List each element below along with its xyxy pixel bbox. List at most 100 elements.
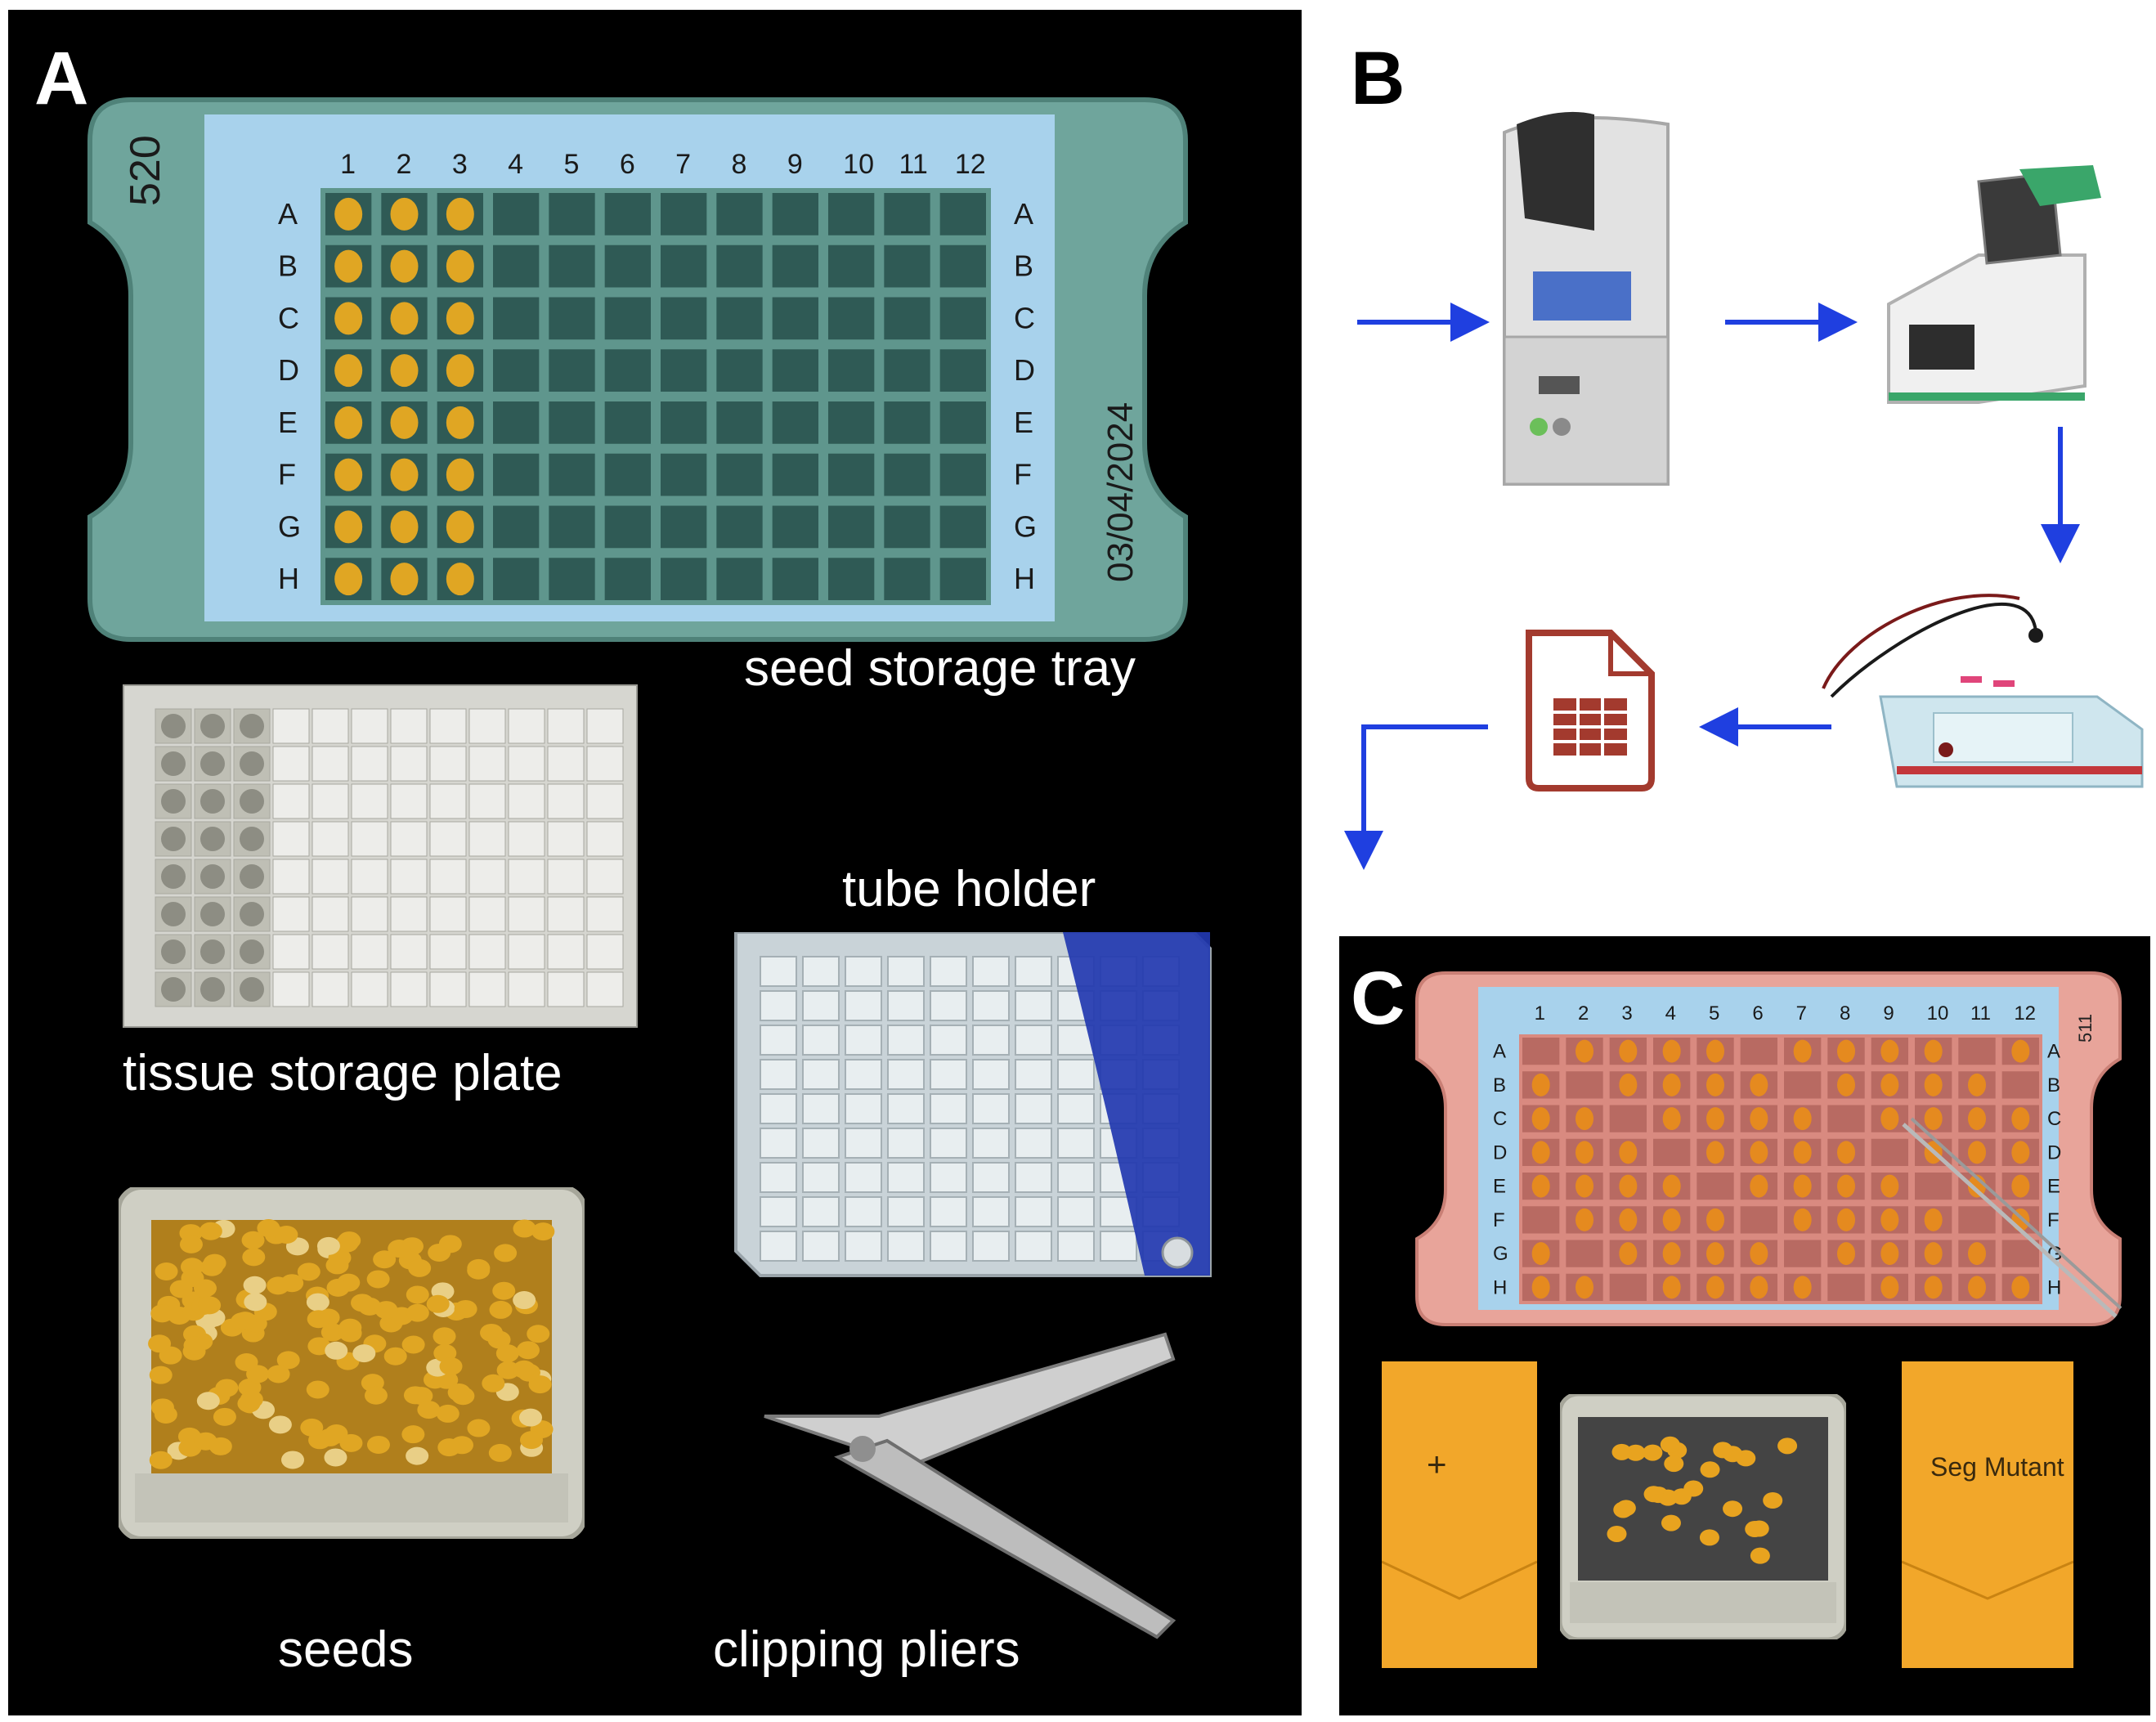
caption-seeds: seeds (278, 1621, 414, 1678)
holder-slot (845, 990, 882, 1021)
tray-c-row-label: B (1493, 1074, 1506, 1096)
plate-tube (161, 977, 186, 1002)
tray-c-cell (1522, 1038, 1560, 1065)
kernel (300, 1418, 324, 1437)
tray-a-cell (661, 401, 707, 444)
mini-seed-box (1560, 1394, 1846, 1639)
kernel (306, 1293, 329, 1312)
kernel (1531, 1107, 1550, 1131)
plate-tube (200, 827, 225, 851)
kernel (150, 1304, 174, 1323)
tray-a-cell (549, 349, 595, 392)
holder-slot (972, 1196, 1010, 1227)
holder-slot (972, 1093, 1010, 1124)
tray-a-cell (828, 297, 875, 340)
holder-slot (930, 1025, 967, 1056)
kernel (338, 1324, 362, 1343)
kernel (527, 1325, 550, 1343)
tray-a-cell (772, 453, 818, 496)
kernel (155, 1262, 178, 1280)
holder-slot (1057, 1093, 1095, 1124)
kernel (401, 1335, 425, 1354)
plate-well (547, 783, 585, 819)
holder-slot (845, 1128, 882, 1159)
holder-slot (1015, 990, 1052, 1021)
plate-tube (240, 827, 264, 851)
kernel (446, 354, 474, 388)
kernel (446, 563, 474, 596)
kernel (183, 1336, 207, 1355)
kernel (351, 1294, 374, 1312)
holder-slot (887, 956, 925, 987)
tray-a-cell (772, 401, 818, 444)
kernel (1706, 1107, 1724, 1131)
tray-a-cell (772, 193, 818, 235)
holder-slot (1057, 1231, 1095, 1262)
tray-a-row-label: D (278, 353, 299, 387)
plate-well (312, 934, 349, 970)
kernel (1793, 1107, 1812, 1131)
tray-a-cell (884, 349, 930, 392)
kernel (352, 1344, 376, 1363)
kernel (390, 197, 419, 231)
kernel (1924, 1073, 1943, 1096)
kernel (1924, 1242, 1943, 1266)
plate-well (390, 783, 428, 819)
plate-well (508, 934, 545, 970)
holder-slot (1015, 1025, 1052, 1056)
plate-well (351, 821, 388, 857)
plate-well (351, 783, 388, 819)
kernel (334, 406, 363, 439)
tray-c-row-label-right: E (2047, 1176, 2060, 1198)
holder-slot (930, 956, 967, 987)
kernel (489, 1300, 513, 1319)
plate-well (351, 746, 388, 782)
tray-c-row-label-right: A (2047, 1041, 2060, 1063)
tray-a-row-label-right: A (1014, 197, 1033, 231)
envelope-right: Seg Mutant (1902, 1361, 2073, 1668)
tray-a-col-label: 2 (397, 149, 412, 180)
plate-well (508, 708, 545, 744)
tissue-storage-plate-photo (123, 684, 638, 1028)
plate-well (351, 859, 388, 895)
kernel (242, 1248, 266, 1267)
tray-a-cell (939, 401, 986, 444)
kernel (495, 1344, 519, 1363)
holder-slot (1015, 1162, 1052, 1193)
holder-slot (802, 1231, 840, 1262)
tray-a-cell (828, 193, 875, 235)
kernel (467, 1261, 491, 1280)
kernel (1531, 1174, 1550, 1198)
holder-slot (972, 1231, 1010, 1262)
tray-c-cell (1522, 1206, 1560, 1234)
kernel (1750, 1547, 1770, 1564)
holder-slot (930, 1162, 967, 1193)
tray-a-row-label-right: C (1014, 301, 1035, 334)
plate-well (272, 746, 310, 782)
tray-a-row-label-right: B (1014, 249, 1033, 283)
plate-well (468, 746, 506, 782)
plate-well (586, 783, 624, 819)
tray-a-cell (772, 244, 818, 288)
kernel (2011, 1276, 2030, 1299)
tray-a-cell (772, 349, 818, 392)
kernel (1880, 1208, 1899, 1231)
kernel (374, 1301, 398, 1320)
tray-c-cell (1740, 1038, 1777, 1065)
kernel (1619, 1141, 1638, 1164)
kernel (492, 1281, 516, 1300)
kernel (446, 406, 474, 439)
tray-a-row-label: E (278, 406, 298, 439)
plate-tube (200, 864, 225, 889)
tray-a-col-label: 1 (340, 149, 356, 180)
tray-a-cell (884, 401, 930, 444)
holder-slot (1057, 1196, 1095, 1227)
plate-tube (240, 751, 264, 776)
kernel (519, 1408, 543, 1427)
tray-a-cell (716, 244, 763, 288)
tray-a-cell (549, 453, 595, 496)
holder-slot (1015, 1231, 1052, 1262)
plate-well (547, 821, 585, 857)
